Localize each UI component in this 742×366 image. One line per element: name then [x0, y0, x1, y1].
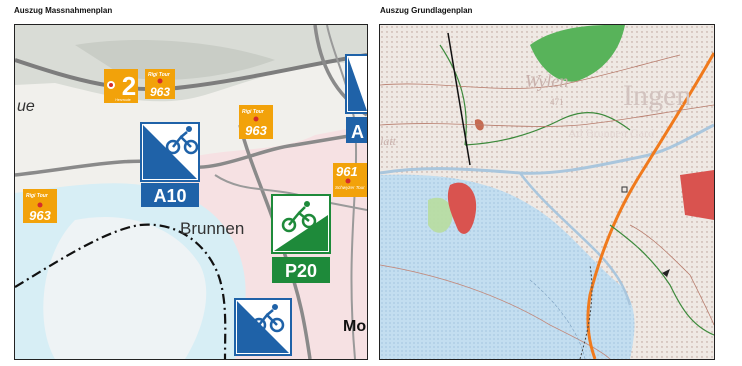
- route-number-partial-label: 961: [336, 164, 358, 179]
- signal-a10[interactable]: A10: [140, 122, 200, 207]
- municipal-boundary: [15, 223, 227, 359]
- meadow-area: [428, 197, 453, 233]
- station-symbol-icon: [621, 186, 628, 193]
- signal-a-partial[interactable]: A: [345, 54, 367, 143]
- left-panel-title: Auszug Massnahmenplan: [14, 6, 113, 15]
- grundlagenplan-map[interactable]: Wylen Ingen Ad Brunnen Gard 471 latt: [379, 24, 715, 360]
- signal-p20[interactable]: P20: [271, 194, 331, 283]
- signal-a10-label: A10: [153, 186, 186, 206]
- profile-line: [447, 32, 471, 166]
- route-badge-2[interactable]: 2 Herzroute: [104, 69, 138, 103]
- signal-a-partial-label: A: [351, 122, 364, 142]
- route-name-label: Rigi Tour: [26, 193, 49, 199]
- mountain-bike-uphill-icon: [281, 201, 317, 233]
- route-badge-963-b[interactable]: Rigi Tour 963: [239, 105, 273, 139]
- forest-area: [530, 25, 625, 82]
- route-badge-2-caption: Herzroute: [115, 98, 130, 102]
- route-number-label: 963: [29, 208, 51, 223]
- contour-line-1: [380, 54, 681, 89]
- route-badge-963-c[interactable]: Rigi Tour 963: [23, 189, 57, 223]
- arrow-symbol-icon: [662, 269, 670, 277]
- contour-line-3: [629, 224, 714, 326]
- lake-depth-line: [529, 279, 586, 359]
- place-label-brunnen: Brunnen: [180, 219, 244, 238]
- shore-road: [518, 172, 632, 306]
- contour-line-2: [380, 104, 714, 127]
- route-number-label: 963: [245, 123, 267, 138]
- green-path: [609, 224, 714, 336]
- route-marker-icon: [253, 116, 259, 122]
- route-marker-icon: [37, 202, 43, 208]
- route-number-label: 963: [150, 85, 170, 99]
- street-label: Ad Brunnen Gard: [568, 126, 654, 140]
- route-name-label: Rigi Tour: [242, 109, 265, 115]
- spot-height-label: 471: [550, 97, 564, 107]
- railway-line: [586, 52, 714, 359]
- place-label-wylen: Wylen: [525, 71, 568, 91]
- main-road: [380, 123, 714, 175]
- route-name-label: Rigi Tour: [148, 72, 171, 78]
- mountain-bike-downhill-icon: [251, 304, 285, 333]
- massnahmenplan-map[interactable]: ue Brunnen Mo 2 Herzroute Rigi Tour 963 …: [14, 24, 368, 360]
- route-name-alt-label: Schwyzer Tour: [335, 185, 365, 190]
- route-badge-961[interactable]: 961 Schwyzer Tour: [333, 163, 367, 197]
- route-marker-icon: [345, 178, 351, 184]
- main-road: [15, 53, 367, 92]
- place-label-ingen: Ingen: [623, 79, 691, 112]
- place-label-partial-left: latt: [380, 134, 397, 148]
- route-marker-icon: [157, 78, 163, 84]
- lake-contour: [380, 264, 611, 359]
- signal-bottom-downhill[interactable]: [234, 298, 292, 356]
- massnahmenplan-svg: ue Brunnen Mo 2 Herzroute Rigi Tour 963 …: [15, 25, 367, 359]
- grundlagenplan-svg: Wylen Ingen Ad Brunnen Gard 471 latt: [380, 25, 714, 359]
- boundary-line: [579, 264, 593, 359]
- place-label-partial-left: ue: [17, 98, 35, 115]
- route-badge-2-number: 2: [122, 71, 136, 101]
- mountain-bike-downhill-icon: [165, 126, 199, 155]
- lake-shallow: [43, 217, 207, 359]
- town-road: [238, 124, 312, 359]
- route-badge-963-a[interactable]: Rigi Tour 963: [145, 69, 175, 99]
- red-area-east: [680, 170, 714, 220]
- red-area-west: [447, 182, 477, 234]
- place-label-partial-bottom: Mo: [343, 318, 366, 335]
- forest-boundary: [439, 44, 631, 146]
- signal-p20-label: P20: [285, 261, 317, 281]
- right-panel-title: Auszug Grundlagenplan: [380, 6, 473, 15]
